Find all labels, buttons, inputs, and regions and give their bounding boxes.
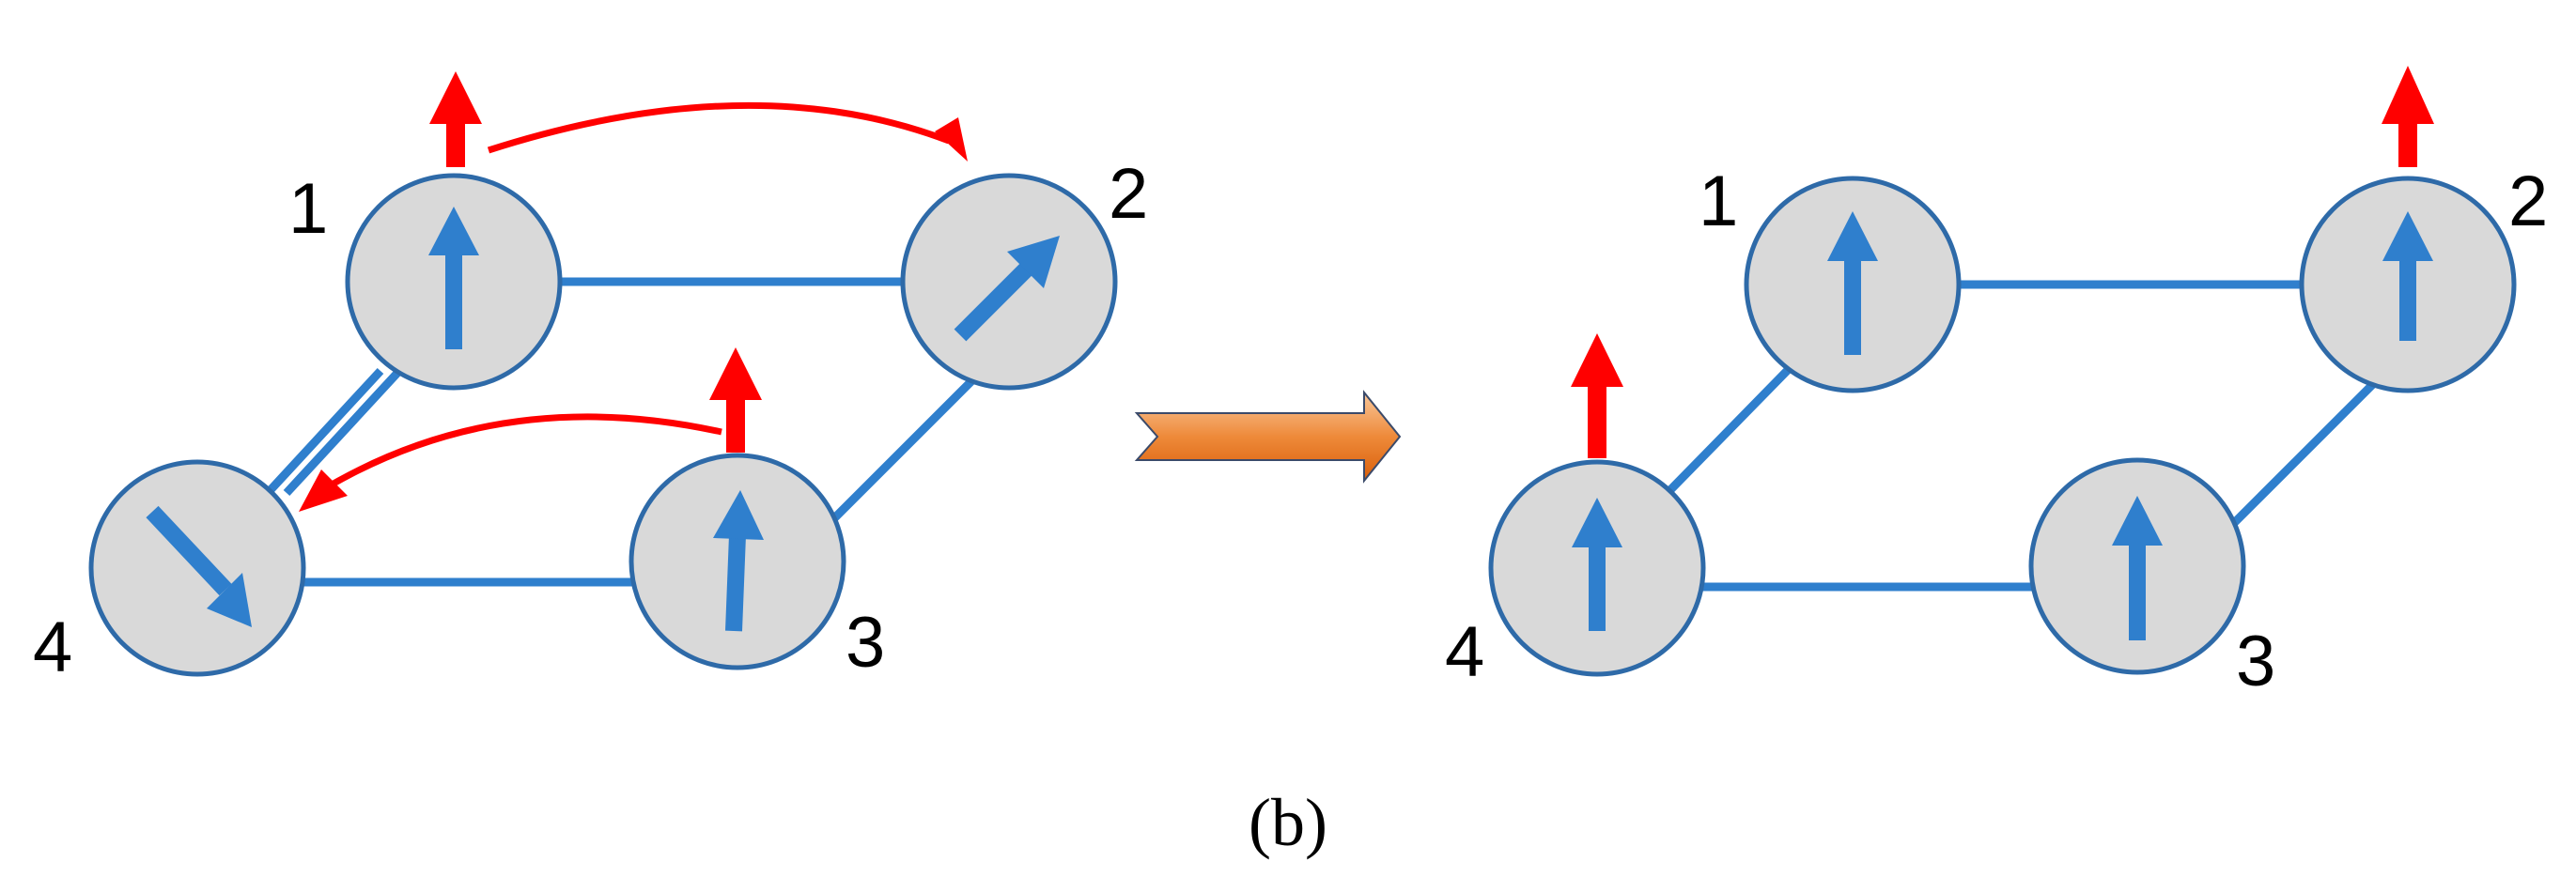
- spin-up-icon: [2382, 211, 2433, 261]
- figure-caption: (b): [1249, 785, 1327, 860]
- edge-2-3: [828, 367, 985, 525]
- edge-1-4: [1659, 364, 1793, 501]
- node-2: [900, 173, 1118, 391]
- spin-down-right-icon: [207, 573, 252, 627]
- spin-up-icon: [1572, 498, 1622, 547]
- node-2-label: 2: [1109, 154, 1148, 234]
- spin-up-icon: [2112, 496, 2163, 546]
- node-1-label: 1: [288, 169, 328, 249]
- after-panel: 1 2 3 4: [1445, 66, 2548, 701]
- before-panel: 1 2 3 4: [33, 71, 1148, 687]
- node-4: [1488, 459, 1706, 677]
- node-1: [345, 173, 563, 391]
- spin-up-icon: [713, 490, 764, 540]
- red-arrow-node-1: [429, 71, 482, 167]
- transfer-arrow-3-to-4: [299, 413, 722, 512]
- node-2: [2299, 176, 2517, 393]
- spin-up-icon: [1827, 211, 1878, 261]
- node-1: [1744, 176, 1962, 393]
- edge-1-4-double: [283, 367, 403, 497]
- red-arrow-node-4: [1571, 333, 1623, 458]
- node-3-label: 3: [2236, 622, 2275, 701]
- edge-2-3: [2227, 377, 2381, 530]
- node-4-label: 4: [33, 608, 72, 687]
- red-arrow-node-3: [709, 347, 762, 453]
- node-4-label: 4: [1445, 612, 1484, 692]
- node-3: [628, 453, 846, 670]
- node-3: [2028, 457, 2246, 675]
- edge-1-4: [264, 367, 384, 497]
- spin-up-right-icon: [1007, 236, 1060, 288]
- node-4: [88, 459, 306, 677]
- red-arrow-node-2: [2382, 66, 2434, 167]
- node-2-label: 2: [2508, 162, 2548, 241]
- transfer-arrow-1-to-2: [487, 101, 968, 162]
- node-1-label: 1: [1699, 162, 1738, 241]
- transition-arrow: [1134, 390, 1402, 484]
- spin-up-icon: [428, 207, 479, 255]
- node-3-label: 3: [846, 603, 885, 683]
